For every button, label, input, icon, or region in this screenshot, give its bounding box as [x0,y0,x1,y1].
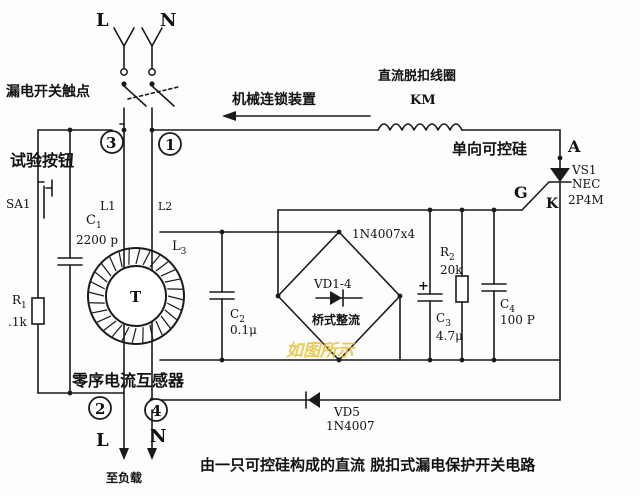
label-gate: G [514,183,528,202]
zero-sequence-transformer [87,247,185,345]
toroid-winding-turn [111,324,123,337]
label-test-button: 试验按钮 [10,151,74,170]
toroid-winding-turn [149,324,154,340]
toroid-winding-turn [160,269,176,277]
label-c3-name: C3 [436,311,451,329]
capacitor-c1 [57,127,83,394]
label-l1: L1 [100,199,116,213]
node-4 [144,398,168,422]
label-r1-name: R1 [12,293,27,311]
watermark-logo: 如图所示 [286,341,356,361]
toroid-winding-turn [155,320,163,336]
toroid-winding-turn [92,309,108,314]
label-nec: NEC [572,177,600,191]
label-l-top: L [96,10,109,31]
test-button-sa1 [37,179,53,219]
resistor-r2 [455,207,469,363]
label-l-bottom: L [96,430,109,451]
bridge-rectifier [221,209,523,363]
label-mechanical-interlock: 机械连锁装置 [232,91,316,108]
line-l1 [121,123,127,407]
toroid-winding-turn [89,291,105,297]
label-plus: + [418,279,429,294]
input-terminal-n [141,27,163,76]
dc-trip-coil-km [151,123,561,159]
label-l2: L2 [158,200,172,213]
label-vd5: VD5 [333,405,360,419]
capacitor-c4 [481,207,507,363]
toroid-winding-turn [131,327,137,343]
label-node-2: 2 [95,400,105,418]
left-rail [37,129,113,394]
capacitor-c3 [417,207,443,363]
toroid-winding-turn [164,309,177,321]
label-r2-name: R2 [440,245,455,263]
label-n-bottom: N [150,426,166,447]
node-2 [88,396,112,420]
label-c4-value: 100 P [500,313,535,327]
toroid-winding-turn [166,302,182,311]
diode-vd5 [149,359,561,409]
output-arrow-l [119,405,129,460]
scr-vs1 [521,155,572,361]
label-vd1-4: VD1-4 [313,277,352,291]
node-1 [158,132,182,156]
label-to-load: 至负载 [106,470,142,485]
label-vs1: VS1 [571,163,597,177]
label-c4-name: C4 [500,297,515,315]
label-n-top: N [160,10,176,31]
label-r2-value: 20k [440,263,463,277]
leakage-switch-contacts [119,81,179,125]
label-anode: A [567,137,581,156]
toroid-winding-turn [96,315,112,323]
toroid-winding-turn [118,252,123,268]
label-sa1: SA1 [6,197,31,211]
toroid-winding-turn [121,326,130,342]
label-c1-name: C1 [86,213,102,231]
label-km: KM [410,93,436,108]
label-node-3: 3 [106,134,116,152]
label-c1-value: 2200 p [76,233,118,247]
label-bridge-rect: 桥式整流 [312,312,360,327]
toroid-winding-turn [142,250,151,266]
toroid-winding-turn [95,271,108,283]
secondary-l3 [159,231,401,361]
toroid-winding-turn [103,320,117,331]
caption: 由一只可控硅构成的直流 脱扣式漏电保护开关电路 [200,456,536,474]
toroid-winding-turn [167,295,183,301]
label-c3-value: 4.7μ [436,329,463,343]
toroid-winding-turn [164,278,180,283]
label-c2-value: 0.1μ [230,323,257,337]
label-cathode: K [546,196,559,212]
resistor-r1 [31,297,45,325]
toroid-winding-turn [160,315,171,329]
label-2p4m: 2P4M [568,193,604,207]
label-bridge-part: 1N4007x4 [352,227,415,241]
toroid-winding-turn [155,261,169,272]
label-node-4: 4 [151,402,161,420]
label-r1-value: .1k [8,315,27,329]
capacitor-c2 [209,229,235,363]
label-dc-trip-coil: 直流脱扣线圈 [378,68,456,84]
label-switch-contacts: 漏电开关触点 [6,83,90,100]
toroid-winding-turn [135,249,141,265]
node-3 [100,130,124,154]
output-arrow-n [147,409,157,460]
label-c2-name: C2 [230,307,245,325]
bottom-left-rail [37,390,125,396]
label-scr: 单向可控硅 [452,140,527,158]
label-vd5-part: 1N4007 [326,419,375,433]
label-node-1: 1 [165,136,175,154]
label-l3: L3 [172,239,187,257]
label-zero-seq-ct: 零序电流互感器 [71,371,185,390]
toroid-winding-turn [149,255,161,268]
mechanical-interlock-arrow [222,111,371,121]
toroid-winding-turn [109,256,117,272]
input-terminal-l [113,27,135,76]
toroid-winding-turn [90,281,106,290]
label-transformer-t: T [130,288,142,306]
toroid-winding-turn [101,263,112,277]
